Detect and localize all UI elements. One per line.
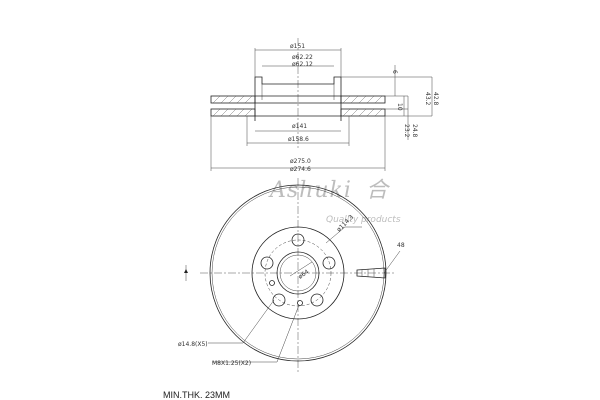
leader-pcd [325, 226, 346, 244]
dim-141: ø141 [292, 123, 307, 130]
plate-bottom-right [340, 108, 386, 117]
stud-hole [310, 293, 324, 307]
hat-outer-circle [251, 226, 345, 320]
dim-10: 10 [396, 103, 403, 111]
dim-42-8: 42.8 [432, 92, 439, 106]
dim-151: ø151 [290, 43, 305, 50]
plate-top-right [340, 95, 386, 104]
dim-24-8: 24.8 [411, 124, 418, 138]
dim-thread: M8X1.25(X2) [212, 360, 251, 367]
thread-hole [269, 280, 275, 286]
dim-23-2: 23.2 [403, 124, 410, 138]
watermark-tagline: Quality products [326, 215, 401, 225]
watermark-brand: Ashuki [268, 178, 352, 203]
hat-top [254, 76, 342, 86]
leader-vent [383, 250, 401, 274]
plate-bottom-left [210, 108, 256, 117]
stud-hole [322, 256, 336, 270]
thread-hole [297, 300, 303, 306]
pcd-circle [264, 239, 332, 307]
watermark-logo: 合 [366, 178, 391, 203]
dim-62-22: ø62.22 [292, 54, 313, 61]
dim-274-6: ø274.6 [290, 166, 311, 173]
dim-43-2: 43.2 [424, 92, 431, 106]
dim-stud-holes: ø14.8(X5) [178, 341, 208, 348]
leader-bore [289, 261, 313, 277]
leader-thread [276, 304, 300, 363]
dim-vent: 48 [397, 242, 405, 249]
stud-hole [272, 293, 286, 307]
dim-158-6: ø158.6 [288, 136, 309, 143]
stud-hole [291, 233, 305, 247]
section-hatching [212, 95, 383, 117]
leader-stud [242, 299, 275, 344]
watermark: Ashuki 合 Quality products [268, 178, 401, 225]
dim-62-12: ø62.12 [292, 61, 313, 68]
min-thickness-note: MIN.THK. 23MM [163, 390, 230, 400]
dim-6: 6 [391, 70, 398, 74]
disc-outer-edge [209, 184, 387, 362]
stud-hole [260, 256, 274, 270]
hub-bore [276, 251, 320, 295]
front-view: ø114.3 ø64 48 ø14.8(X5) M8X1.25(X2) [178, 178, 405, 372]
vent-detail [356, 267, 386, 279]
hub-bore-inner [279, 254, 317, 292]
section-view: ø151 ø62.22 ø62.12 ø141 ø158.6 ø275.0 ø2… [210, 38, 439, 173]
plate-top-left [210, 95, 256, 104]
dim-275-0: ø275.0 [290, 158, 311, 165]
